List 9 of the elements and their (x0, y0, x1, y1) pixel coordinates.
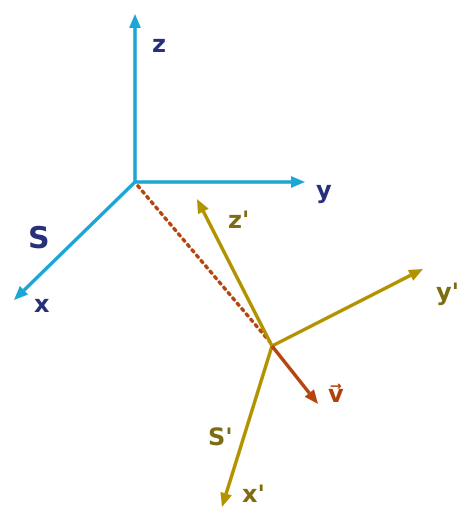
axis-label: y' (436, 280, 459, 304)
axis-label: S (28, 224, 50, 254)
axis-label: v⃗ (328, 382, 344, 406)
axis-label: z' (228, 208, 250, 232)
axis-label: x' (242, 482, 265, 506)
axis-label: S' (208, 425, 233, 449)
axis-label: z (152, 32, 166, 56)
axis-label: y (316, 178, 332, 202)
axis-label: x (34, 292, 50, 316)
